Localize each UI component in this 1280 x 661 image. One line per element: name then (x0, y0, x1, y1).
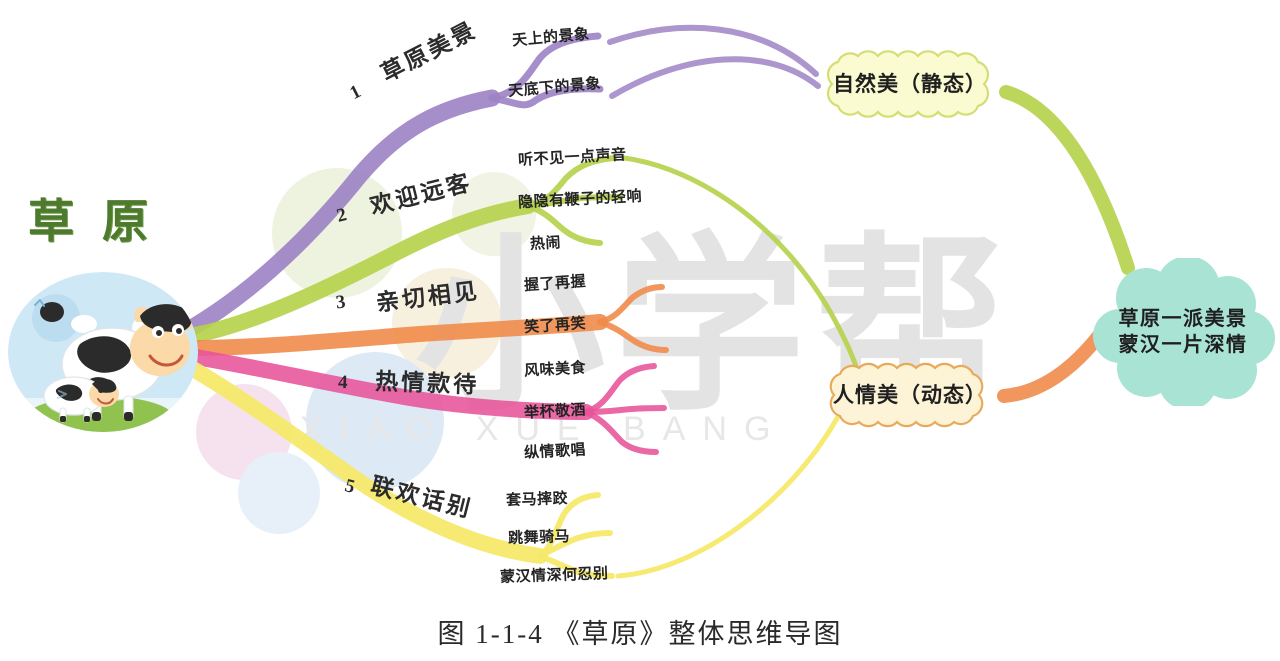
summary-node-nature-label: 自然美（静态） (833, 71, 987, 96)
summary-node-human-label: 人情美（动态） (833, 382, 987, 407)
branch-label-4[interactable]: 热情款待 (374, 368, 480, 399)
summary-node-final-label: 草原一派美景蒙汉一片深情 (1119, 306, 1248, 357)
final-line-2: 蒙汉一片深情 (1118, 332, 1248, 356)
leaf-label-5-3[interactable]: 蒙汉情深何忍别 (499, 564, 609, 586)
cloud-shape-final (1093, 258, 1275, 406)
leaf-label-5-1[interactable]: 套马摔跤 (505, 488, 569, 510)
center-topic-title: 草原 (28, 194, 176, 248)
branch-number-4: 4 (337, 371, 348, 394)
final-line-1: 草原一派美景 (1118, 306, 1248, 331)
leaf-label-3-1[interactable]: 握了再握 (523, 271, 587, 295)
leaf-label-3-2[interactable]: 笑了再笑 (523, 313, 587, 337)
leaf-label-4-1[interactable]: 风味美食 (523, 358, 587, 380)
cloud-shape-nature (826, 50, 990, 118)
leaf-label-2-3[interactable]: 热闹 (529, 233, 562, 253)
figure-caption: 图 1-1-4 《草原》整体思维导图 (437, 619, 843, 649)
summary-node-final[interactable]: 草原一派美景蒙汉一片深情 (1088, 258, 1278, 406)
leaf-label-4-2[interactable]: 举杯敬酒 (523, 400, 587, 422)
decor-blob (238, 452, 320, 534)
leaf-label-4-3[interactable]: 纵情歌唱 (523, 440, 587, 462)
summary-node-nature[interactable]: 自然美（静态） (810, 48, 1010, 120)
cloud-shape-human (829, 362, 984, 428)
leaf-label-5-2[interactable]: 跳舞骑马 (507, 526, 571, 548)
summary-node-human[interactable]: 人情美（动态） (812, 360, 1008, 430)
